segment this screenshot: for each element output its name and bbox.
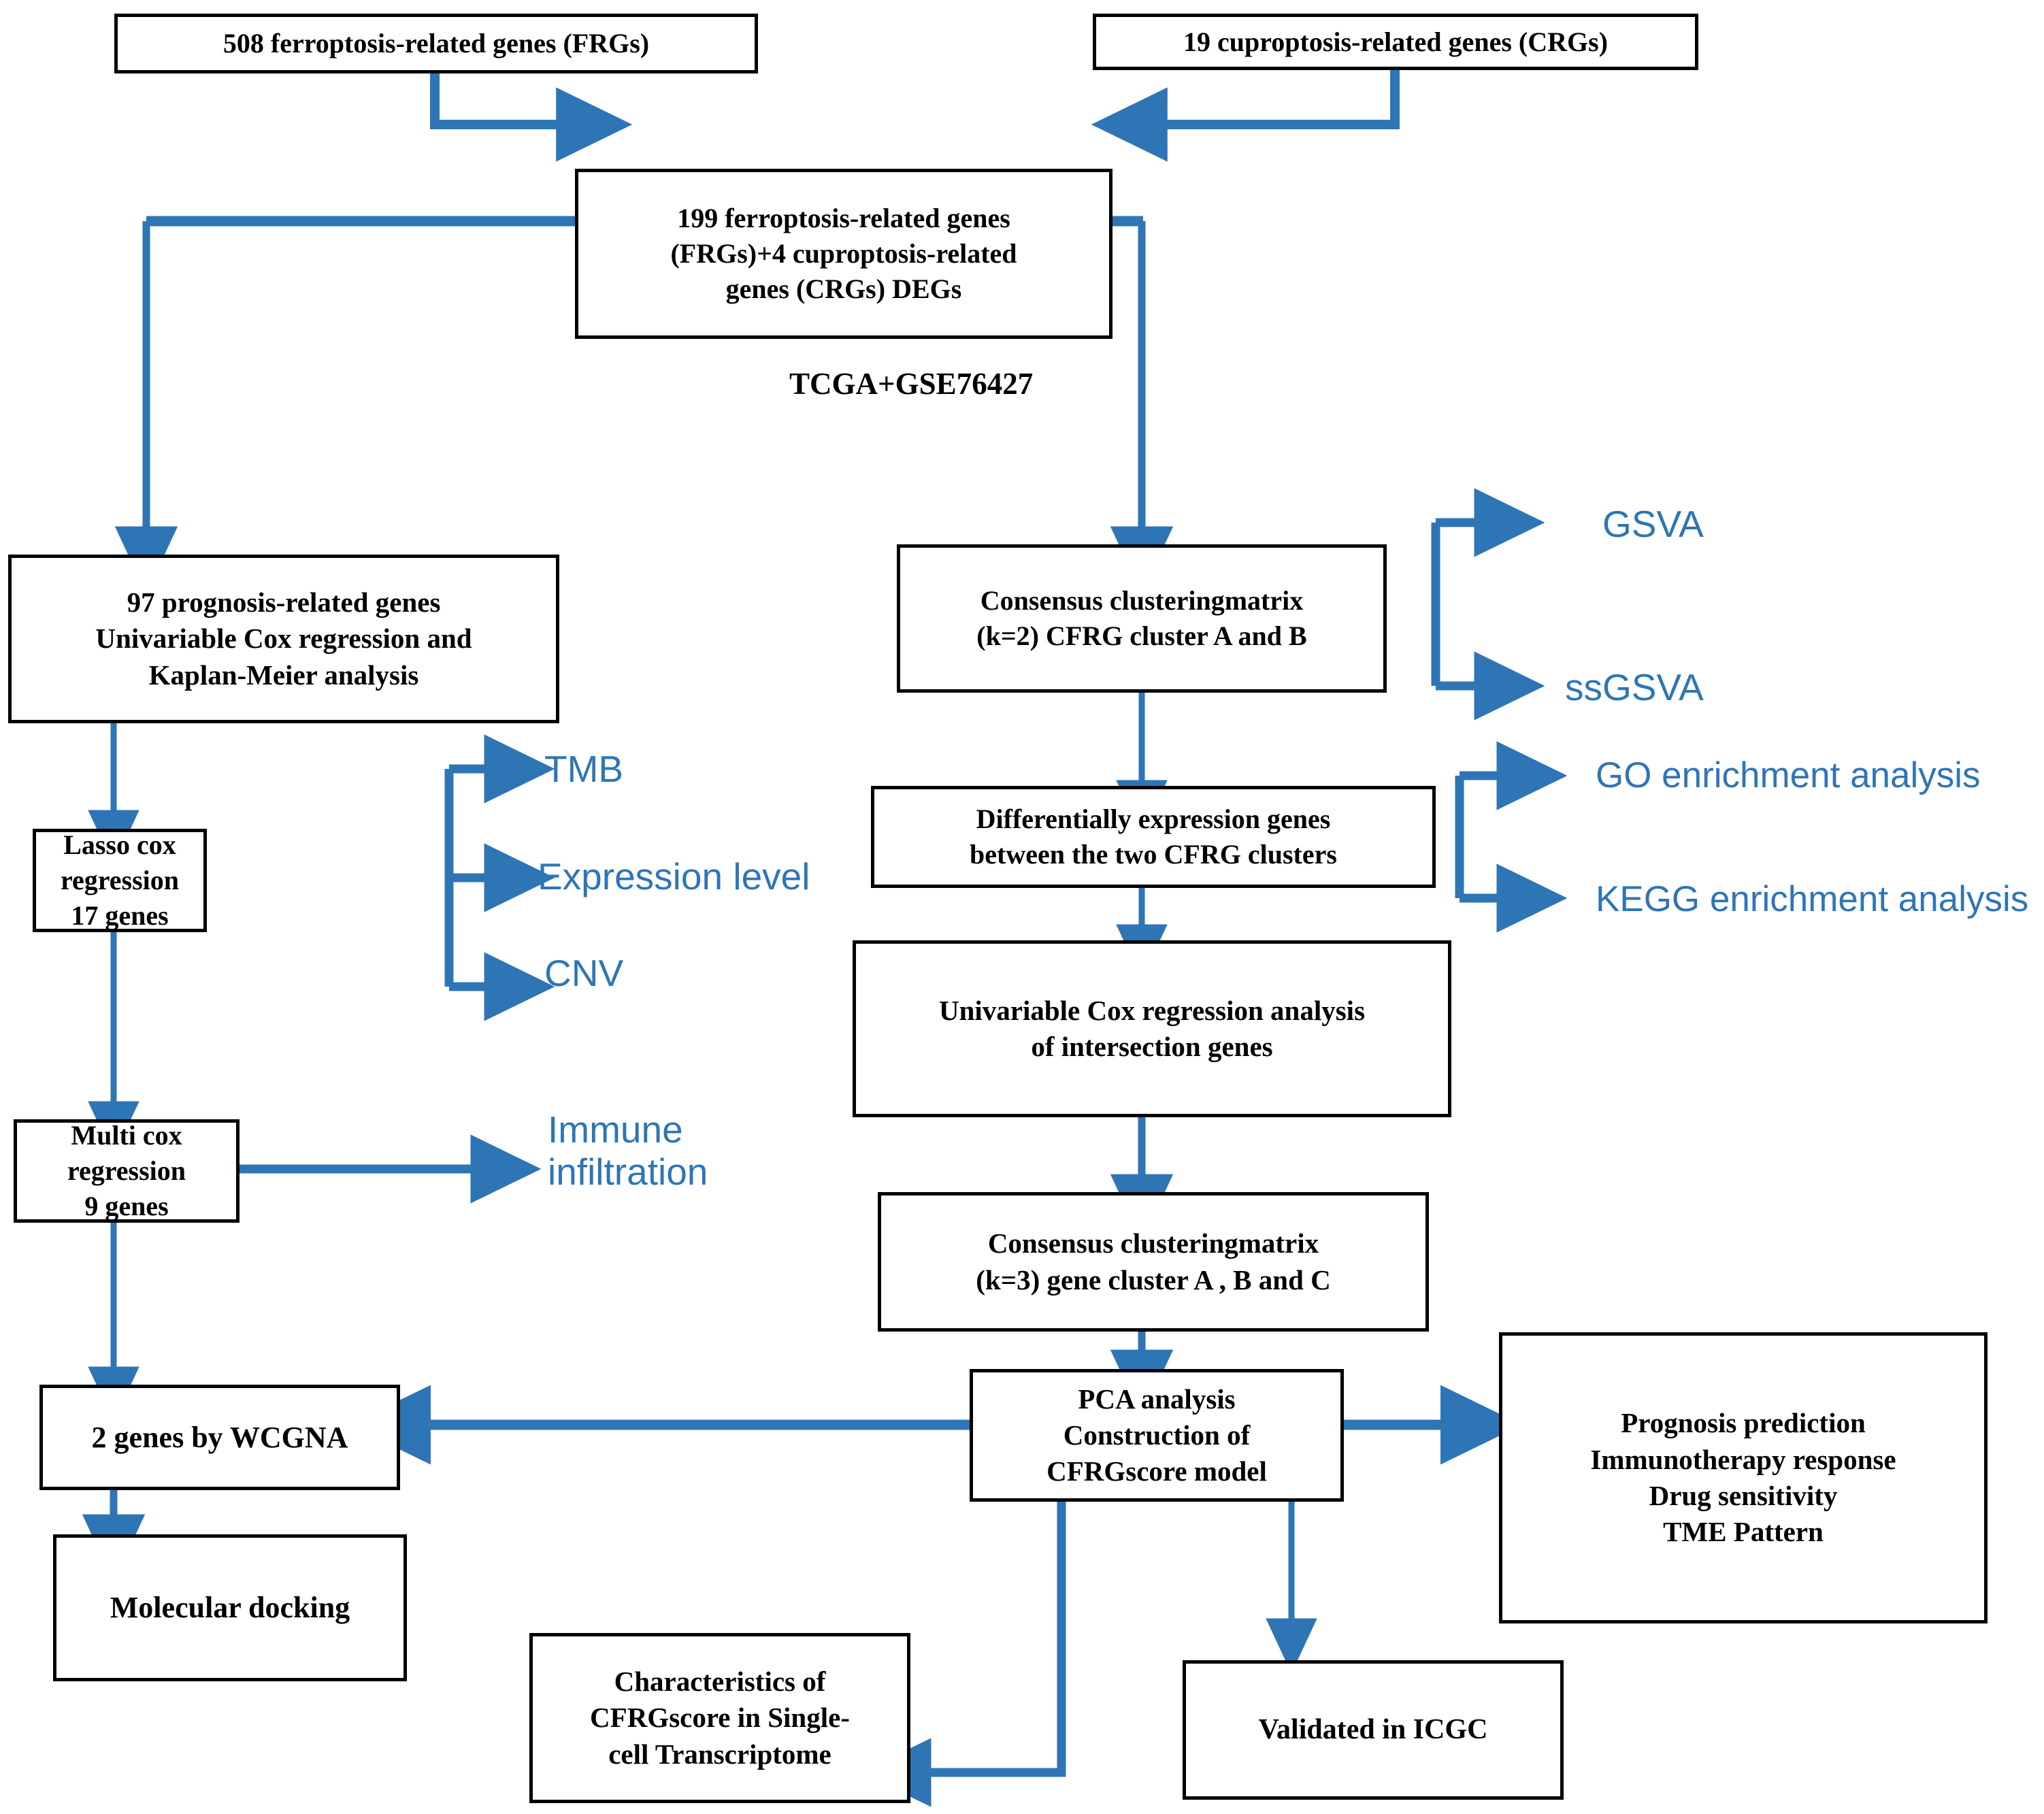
node-singlecell-line1: Characteristics of xyxy=(614,1666,826,1698)
label-expression-level: Expression level xyxy=(538,855,810,898)
node-k3-line2: (k=3) gene cluster A , B and C xyxy=(976,1264,1331,1296)
node-singlecell-line2: CFRGscore in Single- xyxy=(590,1702,850,1734)
label-gsva: GSVA xyxy=(1602,503,1704,546)
node-degs-line3: genes (CRGs) DEGs xyxy=(725,274,962,304)
node-k2-line2: (k=2) CFRG cluster A and B xyxy=(976,621,1307,651)
node-deg-clusters[interactable]: Differentially expression genes between … xyxy=(871,786,1436,888)
node-outcomes-line2: Immunotherapy response xyxy=(1590,1443,1896,1475)
node-lasso[interactable]: Lasso cox regression 17 genes xyxy=(33,829,207,932)
node-consensus-k2[interactable]: Consensus clusteringmatrix (k=2) CFRG cl… xyxy=(897,544,1387,693)
node-lasso-line1: Lasso cox regression xyxy=(60,829,180,895)
node-validated-icgc[interactable]: Validated in ICGC xyxy=(1183,1660,1564,1800)
node-degclusters-line2: between the two CFRG clusters xyxy=(970,839,1337,870)
edge-pca-to-singlecell xyxy=(860,1500,1066,1807)
label-immune-line1: Immune xyxy=(548,1108,683,1151)
node-k3-line1: Consensus clusteringmatrix xyxy=(987,1227,1319,1259)
node-degs[interactable]: 199 ferroptosis-related genes (FRGs)+4 c… xyxy=(575,169,1112,339)
node-multicox[interactable]: Multi cox regression 9 genes xyxy=(14,1119,240,1223)
node-degs-line1: 199 ferroptosis-related genes xyxy=(677,203,1010,233)
label-immune-line2: infiltration xyxy=(548,1150,708,1193)
node-pca-line1: PCA analysis xyxy=(1078,1383,1236,1415)
edge-label-datasets-text: TCGA+GSE76427 xyxy=(789,367,1034,401)
node-degclusters-line1: Differentially expression genes xyxy=(976,804,1331,834)
node-univarcox-line1: Univariable Cox regression analysis xyxy=(938,994,1366,1026)
edge-frg-to-degs xyxy=(430,53,633,162)
label-expression-text: Expression level xyxy=(538,855,810,897)
label-ssgsva: ssGSVA xyxy=(1565,666,1704,709)
label-gsva-text: GSVA xyxy=(1602,503,1704,545)
node-multicox-line1: Multi cox regression xyxy=(67,1120,186,1186)
node-singlecell-line3: cell Transcriptome xyxy=(608,1738,831,1770)
node-wgcna[interactable]: 2 genes by WCGNA xyxy=(39,1385,400,1490)
node-outcomes-line3: Drug sensitivity xyxy=(1649,1480,1838,1511)
node-prognosis-line1: 97 prognosis-related genes xyxy=(127,587,441,619)
node-frg-source-label: 508 ferroptosis-related genes (FRGs) xyxy=(222,28,650,59)
node-univariable-cox-intersection[interactable]: Univariable Cox regression analysis of i… xyxy=(853,940,1451,1117)
node-crg-source[interactable]: 19 cuproptosis-related genes (CRGs) xyxy=(1093,14,1698,70)
node-multicox-line2: 9 genes xyxy=(84,1191,169,1221)
label-tmb-text: TMB xyxy=(544,748,624,790)
node-outcomes-line4: TME Pattern xyxy=(1663,1516,1824,1548)
label-cnv: CNV xyxy=(544,952,624,995)
node-prognosis-line2: Univariable Cox regression and xyxy=(95,623,472,655)
node-molecular-docking[interactable]: Molecular docking xyxy=(53,1534,407,1681)
node-consensus-k3[interactable]: Consensus clusteringmatrix (k=3) gene cl… xyxy=(878,1192,1429,1332)
label-go-text: GO enrichment analysis xyxy=(1596,755,1981,795)
label-go-enrichment: GO enrichment analysis xyxy=(1596,755,1981,795)
node-frg-source[interactable]: 508 ferroptosis-related genes (FRGs) xyxy=(114,14,758,73)
edge-label-datasets: TCGA+GSE76427 xyxy=(789,366,1033,401)
label-tmb: TMB xyxy=(544,748,623,791)
node-prognosis-genes[interactable]: 97 prognosis-related genes Univariable C… xyxy=(8,555,559,723)
node-wgcna-label: 2 genes by WCGNA xyxy=(91,1420,348,1454)
node-docking-label: Molecular docking xyxy=(110,1591,350,1625)
node-icgc-label: Validated in ICGC xyxy=(1258,1714,1488,1746)
label-immune-infiltration: Immune infiltration xyxy=(548,1108,708,1193)
node-pca-line3: CFRGscore model xyxy=(1046,1455,1267,1487)
node-lasso-line2: 17 genes xyxy=(71,900,169,931)
label-kegg-text: KEGG enrichment analysis xyxy=(1596,879,2029,919)
node-pca-line2: Construction of xyxy=(1063,1419,1251,1451)
label-ssgsva-text: ssGSVA xyxy=(1565,666,1704,708)
node-outcomes-line1: Prognosis prediction xyxy=(1621,1407,1866,1439)
node-prognosis-line3: Kaplan-Meier analysis xyxy=(148,659,419,691)
node-crg-source-label: 19 cuproptosis-related genes (CRGs) xyxy=(1183,26,1609,57)
edge-crg-to-degs xyxy=(1091,50,1400,162)
node-single-cell-transcriptome[interactable]: Characteristics of CFRGscore in Single- … xyxy=(529,1633,910,1803)
node-k2-line1: Consensus clusteringmatrix xyxy=(980,585,1304,616)
node-degs-line2: (FRGs)+4 cuproptosis-related xyxy=(670,238,1017,269)
node-univarcox-line2: of intersection genes xyxy=(1031,1031,1273,1062)
label-kegg-enrichment: KEGG enrichment analysis xyxy=(1596,879,2028,919)
node-outcomes[interactable]: Prognosis prediction Immunotherapy respo… xyxy=(1499,1332,1988,1623)
label-cnv-text: CNV xyxy=(544,952,624,994)
node-pca-cfrgscore[interactable]: PCA analysis Construction of CFRGscore m… xyxy=(970,1369,1344,1502)
